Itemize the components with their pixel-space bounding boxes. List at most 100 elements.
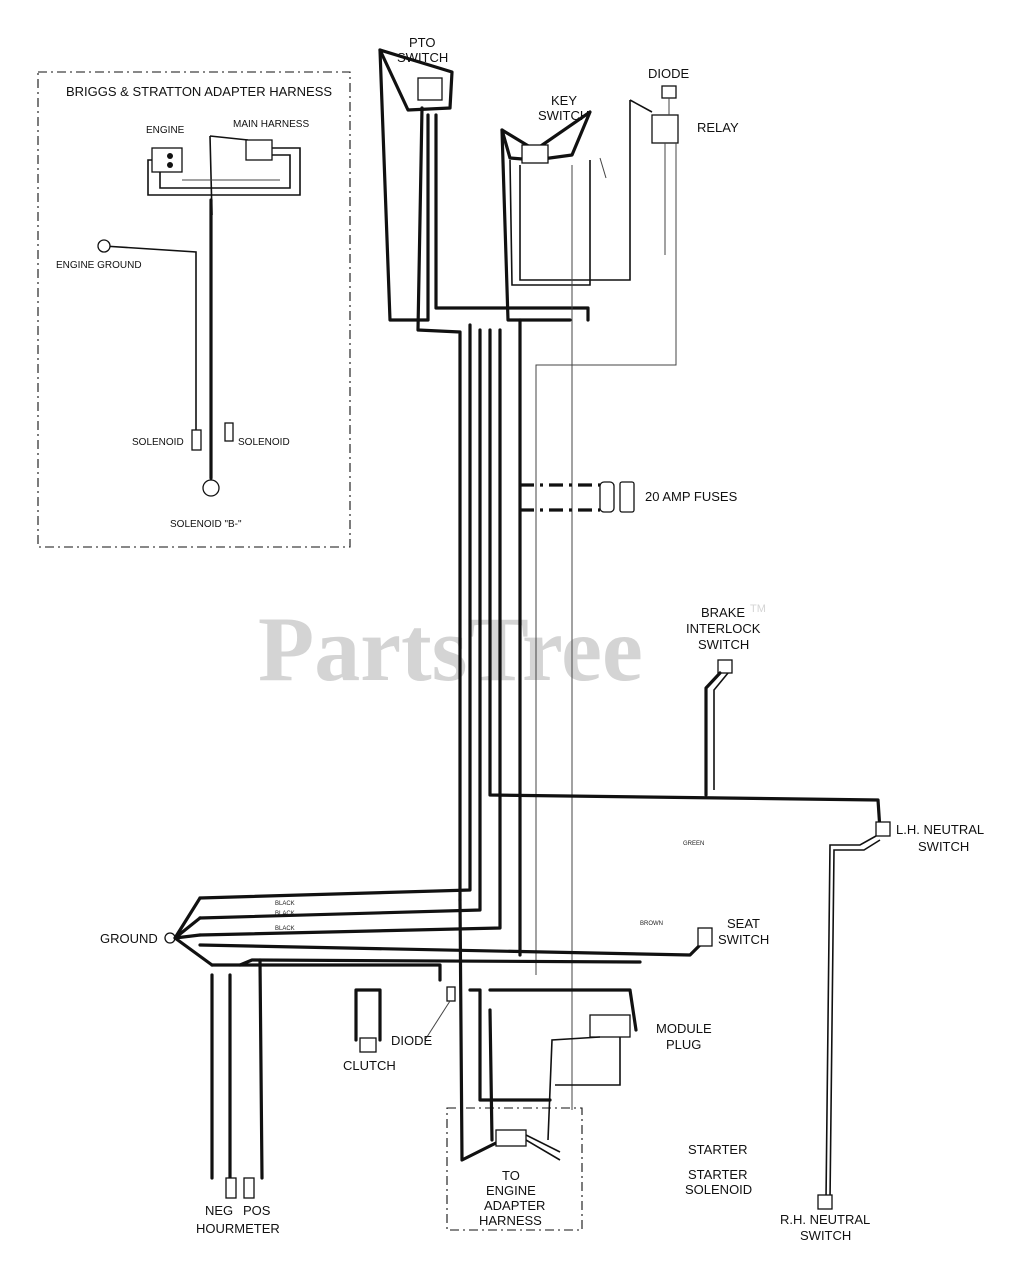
inset-title: BRIGGS & STRATTON ADAPTER HARNESS xyxy=(66,84,332,99)
brake-switch-connector xyxy=(717,659,733,674)
main-harness-label: MAIN HARNESS xyxy=(233,119,309,130)
engine-adapter-box xyxy=(446,1107,583,1231)
lh-neutral-connector xyxy=(875,821,891,837)
ground-label: GROUND xyxy=(100,931,158,946)
key-switch-connector xyxy=(521,144,549,164)
seat-switch-label-2: SWITCH xyxy=(718,932,769,947)
starter-label: STARTER xyxy=(688,1142,747,1157)
wire-label-black-3: BLACK xyxy=(275,926,295,932)
adapter-label-2: ENGINE xyxy=(486,1183,536,1198)
rh-neutral-connector xyxy=(817,1194,833,1210)
adapter-harness-inset: BRIGGS & STRATTON ADAPTER HARNESS ENGINE… xyxy=(37,71,351,548)
lh-neutral-label-1: L.H. NEUTRAL xyxy=(896,822,984,837)
brake-label-1: BRAKE xyxy=(701,605,745,620)
module-plug-body xyxy=(589,1014,631,1038)
pos-label: POS xyxy=(243,1203,271,1218)
connector-pin xyxy=(167,153,173,159)
adapter-wire xyxy=(525,1134,561,1161)
pto-wire xyxy=(378,48,430,322)
relay-label: RELAY xyxy=(697,120,739,135)
solenoid-left-label: SOLENOID xyxy=(132,437,184,448)
pos-terminal xyxy=(243,1177,255,1199)
main-harness-wires xyxy=(164,48,891,1231)
connector-pin xyxy=(167,162,173,168)
rh-neutral-label-2: SWITCH xyxy=(800,1228,851,1243)
key-wire xyxy=(509,159,591,286)
clutch-label: CLUTCH xyxy=(343,1058,396,1073)
neg-label: NEG xyxy=(205,1203,233,1218)
component-labels: PTO SWITCH KEY SWITCH DIODE RELAY 20 AMP… xyxy=(100,35,984,1243)
lower-wire xyxy=(210,963,442,982)
ground-wires xyxy=(173,896,214,967)
engine-connector xyxy=(151,147,183,173)
fuse-2 xyxy=(619,481,635,513)
hourmeter-label: HOURMETER xyxy=(196,1221,280,1236)
lh-neutral-label-2: SWITCH xyxy=(918,839,969,854)
solenoid-right-label: SOLENOID xyxy=(238,437,290,448)
diode-bottom-label: DIODE xyxy=(391,1033,433,1048)
solenoid-b-label: SOLENOID "B-" xyxy=(170,519,242,530)
lh-neutral-wire xyxy=(825,835,877,1201)
inset-border xyxy=(37,71,351,548)
pto-wire xyxy=(416,106,462,902)
key-wire xyxy=(500,128,572,322)
solenoid-left-terminal xyxy=(191,429,202,451)
fuses-label: 20 AMP FUSES xyxy=(645,489,738,504)
key-switch-label-1: KEY xyxy=(551,93,577,108)
engine-label: ENGINE xyxy=(146,125,185,136)
brake-wire xyxy=(704,671,722,797)
fuse-1 xyxy=(599,481,615,513)
diode-bottom-body xyxy=(446,986,456,1002)
lower-wire xyxy=(238,958,642,967)
module-plug-label-1: MODULE xyxy=(656,1021,712,1036)
relay-wire xyxy=(535,143,677,975)
trunk-wire xyxy=(198,323,472,900)
diode-top-label: DIODE xyxy=(648,66,690,81)
seat-switch-label-1: SEAT xyxy=(727,916,760,931)
solenoid-b-ring xyxy=(202,479,220,497)
trademark: TM xyxy=(750,603,766,615)
watermark: PartsTree xyxy=(258,598,643,700)
wire-label-black-2: BLACK xyxy=(275,911,295,917)
starter-solenoid-label-1: STARTER xyxy=(688,1167,747,1182)
module-wire xyxy=(488,988,638,1032)
adapter-wire xyxy=(159,154,291,189)
pto-switch-connector xyxy=(417,77,443,101)
trunk-wire xyxy=(488,328,882,832)
main-harness-connector xyxy=(245,139,273,161)
engine-ground-wire xyxy=(103,245,197,430)
clutch-wire xyxy=(354,988,382,1042)
key-switch-label-2: SWITCH xyxy=(538,108,589,123)
engine-ground-ring xyxy=(97,239,111,253)
module-wire xyxy=(555,1037,621,1086)
module-plug-label-2: PLUG xyxy=(666,1037,701,1052)
pto-wire xyxy=(434,113,590,322)
adapter-wire xyxy=(488,1008,494,1142)
main-harness-boot xyxy=(209,135,249,216)
relay-wire xyxy=(629,99,653,113)
wire-label-black-1: BLACK xyxy=(275,901,295,907)
rh-neutral-label-1: R.H. NEUTRAL xyxy=(780,1212,870,1227)
key-wire xyxy=(519,100,631,281)
diode-leader xyxy=(424,1000,451,1041)
engine-ground-label: ENGINE GROUND xyxy=(56,260,142,271)
brake-wire xyxy=(713,672,729,790)
brake-label-3: SWITCH xyxy=(698,637,749,652)
adapter-label-1: TO xyxy=(502,1168,520,1183)
rh-neutral-wire xyxy=(829,839,881,1201)
clutch-connector xyxy=(359,1037,377,1053)
module-wire xyxy=(547,1036,601,1141)
hourmeter-wire xyxy=(258,958,264,1180)
seat-wire xyxy=(198,938,707,957)
neg-terminal xyxy=(225,1177,237,1199)
diode-top-body xyxy=(661,85,677,99)
pto-switch-label-2: SWITCH xyxy=(397,50,448,65)
wire-label-brown: BROWN xyxy=(640,921,663,927)
trunk-wire xyxy=(198,328,502,937)
pto-switch-body xyxy=(378,48,454,112)
starter-solenoid-label-2: SOLENOID xyxy=(685,1182,752,1197)
seat-switch-connector xyxy=(697,927,713,947)
engine-adapter-connector xyxy=(495,1129,527,1147)
terminal-symbol xyxy=(599,157,607,179)
